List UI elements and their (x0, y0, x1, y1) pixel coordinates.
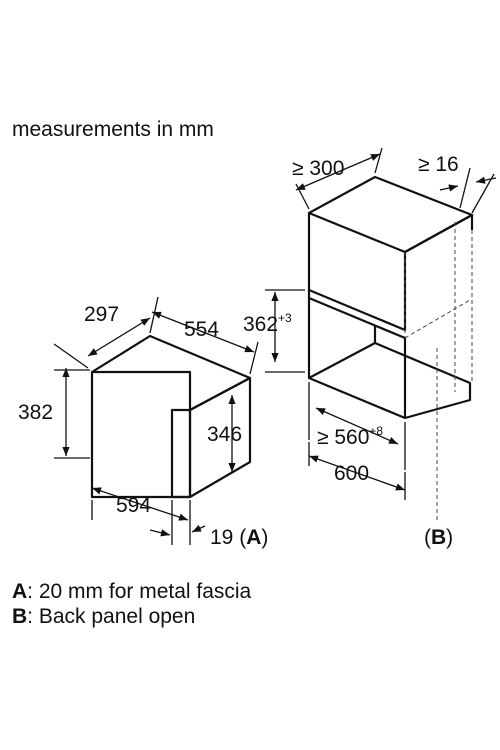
appliance-front (90, 370, 192, 499)
appliance-width-label: 594 (116, 494, 151, 517)
legend-item: B: Back panel open (12, 605, 196, 628)
niche-width-label: 600 (334, 462, 369, 485)
legend: A: 20 mm for metal fascia B: Back panel … (12, 579, 251, 629)
appliance-height-label: 382 (18, 401, 53, 424)
appliance-drawing (90, 334, 252, 499)
appliance-fascia-label: 19 (A) (210, 526, 268, 549)
appliance-side (189, 376, 252, 498)
appliance-depth-label: 297 (84, 303, 119, 326)
niche-opening-height-label: 362+3 (243, 311, 292, 336)
niche-min-width-label: ≥ 560+8 (317, 424, 383, 449)
legend-item: A: 20 mm for metal fascia (12, 580, 252, 603)
appliance-width-top-label: 554 (184, 318, 219, 341)
niche-min-depth-label: ≥ 300 (292, 157, 344, 180)
niche-dimensions (265, 147, 497, 500)
niche-side-gap-label: ≥ 16 (418, 153, 459, 176)
page-title: measurements in mm (12, 118, 214, 141)
appliance-dimensions (53, 296, 259, 545)
appliance-inner-height-label: 346 (207, 423, 242, 446)
niche-opening (307, 296, 407, 420)
appliance-door-panel (170, 408, 192, 499)
niche-back-ref-label: (B) (424, 526, 453, 549)
